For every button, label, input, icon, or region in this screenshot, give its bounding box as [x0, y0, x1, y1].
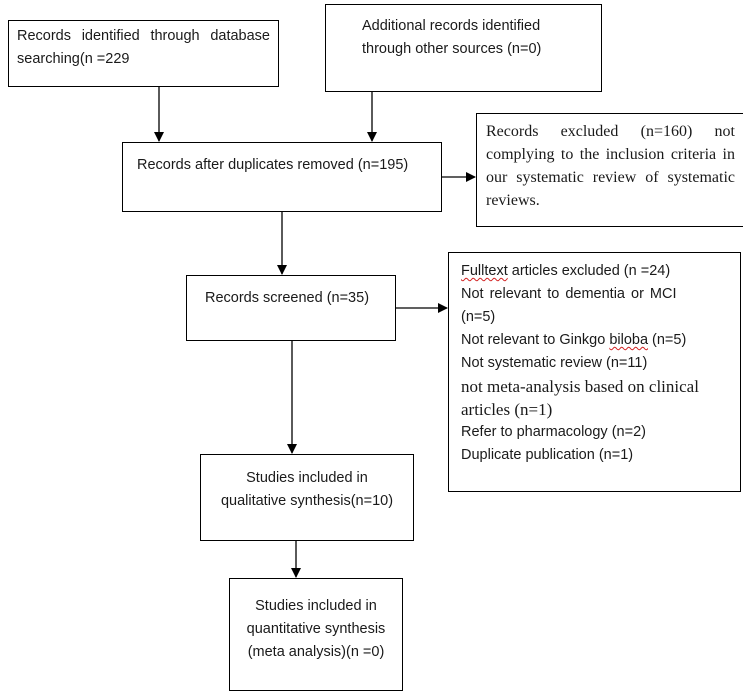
other-sources-line-2: through other sources (n=0)	[362, 41, 542, 57]
exclusion-not-systematic: Not systematic review (n=11)	[461, 355, 648, 371]
ginkgo-suffix: (n=5)	[648, 332, 687, 348]
box-other-sources: Additional records identified through ot…	[325, 4, 602, 92]
database-search-text: Records identified through database sear…	[17, 28, 270, 67]
exclusion-duplicate: Duplicate publication (n=1)	[461, 447, 634, 463]
box-qualitative: Studies included in qualitative synthesi…	[200, 454, 414, 541]
ginkgo-word: biloba	[609, 332, 649, 348]
box-quantitative: Studies included in quantitative synthes…	[229, 578, 403, 691]
exclusion-meta-line-2: articles (n=1)	[461, 400, 553, 419]
ginkgo-prefix: Not relevant to Ginkgo	[461, 332, 610, 348]
exclusion-pharmacology: Refer to pharmacology (n=2)	[461, 424, 646, 440]
fulltext-heading-rest: articles excluded (n =24)	[507, 263, 671, 279]
box-database-search: Records identified through database sear…	[8, 20, 279, 87]
fulltext-word: Fulltext	[461, 263, 508, 279]
exclusion-dementia-line-1: Not relevant to dementia or MCI	[461, 286, 677, 302]
quantitative-line-2: quantitative synthesis	[246, 621, 386, 637]
exclusion-meta-line-1: not meta-analysis based on clinical	[461, 377, 699, 396]
excluded-records-text: Records excluded (n=160) not complying t…	[486, 123, 735, 209]
qualitative-line-2: qualitative synthesis(n=10)	[220, 493, 394, 509]
exclusion-dementia-line-2: (n=5)	[461, 309, 496, 325]
other-sources-line-1: Additional records identified	[362, 18, 541, 34]
fulltext-heading: Fulltext articles excluded (n =24)	[461, 260, 732, 283]
qualitative-line-1: Studies included in	[246, 470, 368, 486]
exclusion-ginkgo: Not relevant to Ginkgo biloba (n=5)	[461, 329, 732, 352]
screened-text: Records screened (n=35)	[205, 290, 370, 306]
quantitative-line-1: Studies included in	[255, 598, 377, 614]
box-screened: Records screened (n=35)	[186, 275, 396, 341]
after-duplicates-text: Records after duplicates removed (n=195)	[137, 157, 409, 173]
box-fulltext-excluded: Fulltext articles excluded (n =24) Not r…	[448, 252, 741, 492]
quantitative-line-3: (meta analysis)(n =0)	[247, 644, 385, 660]
box-after-duplicates: Records after duplicates removed (n=195)	[122, 142, 442, 212]
box-excluded-records: Records excluded (n=160) not complying t…	[476, 113, 743, 227]
